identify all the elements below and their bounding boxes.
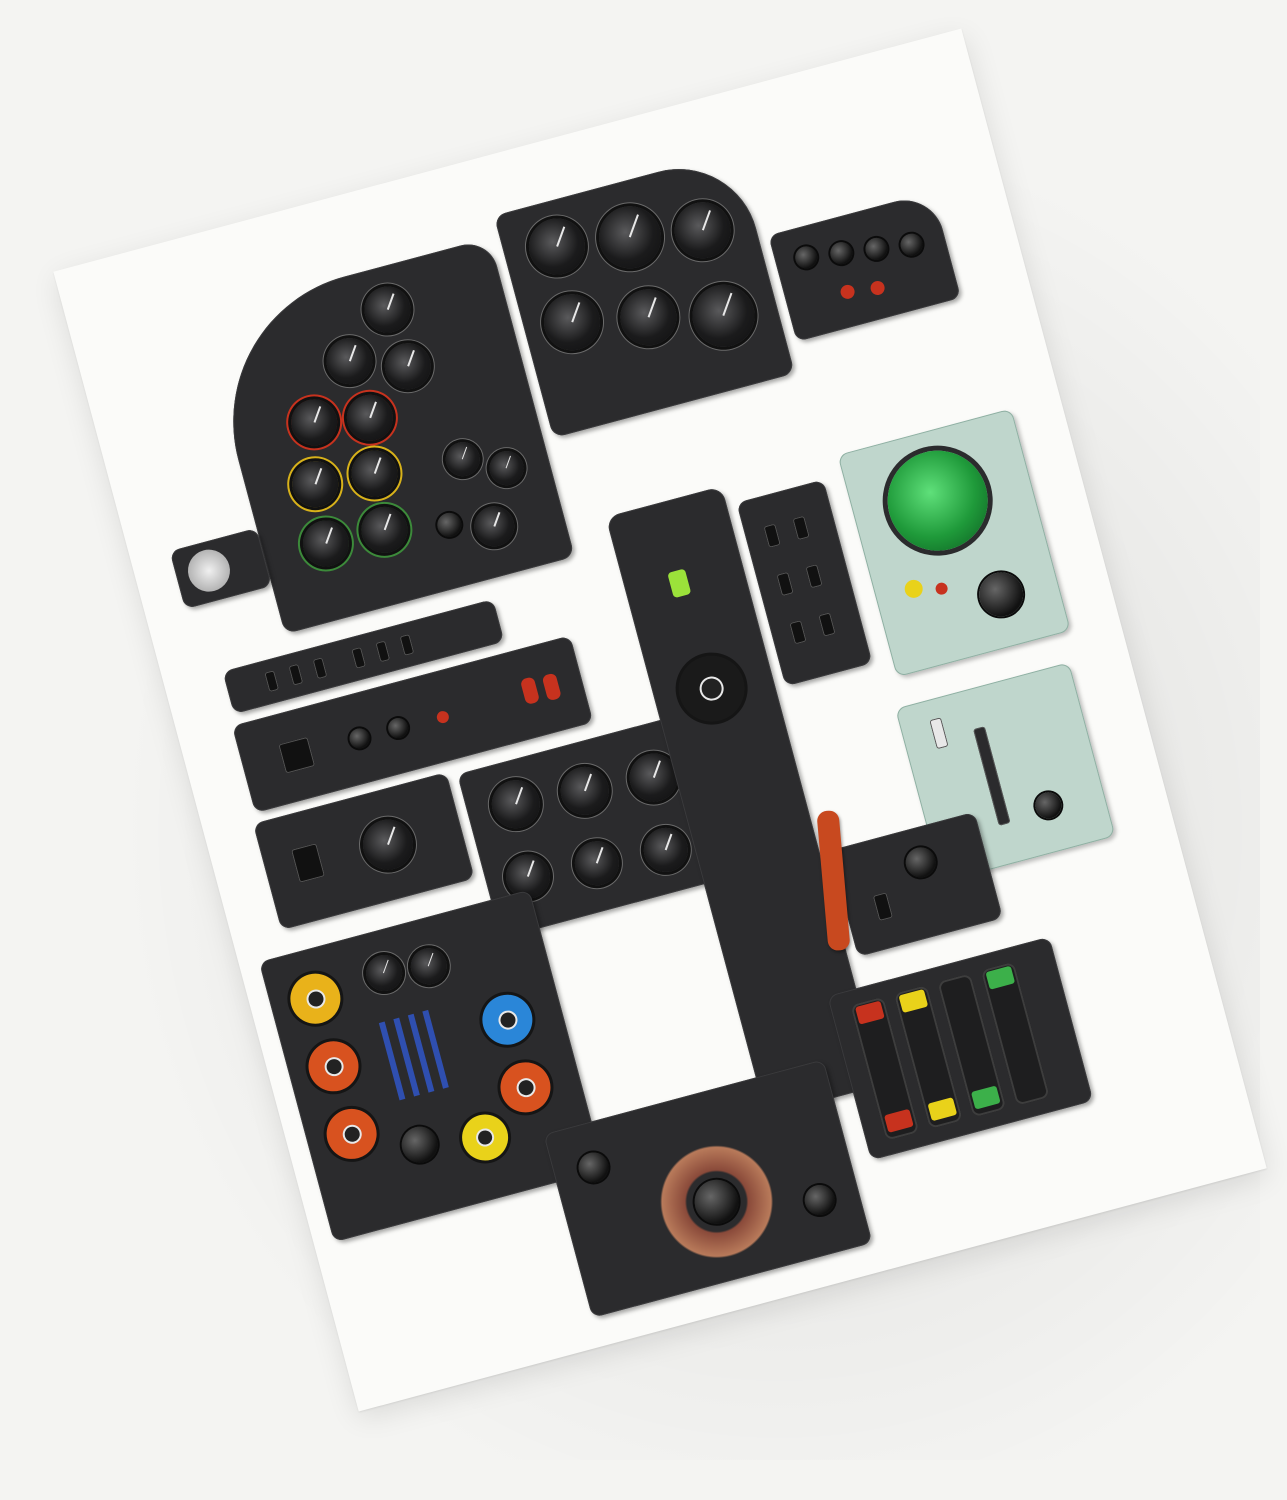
knob-icon — [792, 243, 820, 271]
landing-light-panel — [169, 527, 273, 610]
switch-panel-upper-right — [768, 191, 961, 342]
toggle-switch-icon — [288, 663, 304, 686]
knob-icon — [434, 510, 465, 540]
radar-scope-icon — [876, 439, 999, 562]
toggle-switch-icon — [929, 717, 949, 750]
gauge-icon — [569, 836, 624, 891]
gauge-icon — [346, 445, 403, 502]
knob-icon — [1032, 789, 1065, 822]
throttle-quadrant — [829, 811, 1003, 957]
gauge-icon — [362, 950, 407, 996]
gauge-icon — [356, 501, 413, 559]
toggle-switch-icon — [872, 892, 894, 922]
throttle-slot-icon — [973, 726, 1011, 826]
knob-icon — [902, 843, 940, 881]
toggle-switch-icon — [291, 843, 325, 883]
gauge-icon — [359, 281, 416, 338]
toggle-switch-icon — [763, 523, 781, 548]
gauge-icon — [555, 761, 615, 821]
gauge-icon — [287, 456, 344, 513]
toggle-switch-icon — [375, 640, 391, 663]
selector-dial-icon — [321, 1103, 383, 1165]
knob-icon — [397, 1122, 442, 1167]
gauge-icon — [614, 282, 683, 352]
indicator-light-icon — [519, 676, 541, 706]
gauge-icon — [592, 199, 669, 276]
knob-icon — [974, 567, 1029, 622]
toggle-switch-icon — [312, 657, 328, 680]
gauge-icon — [379, 338, 437, 395]
gauge-icon — [406, 944, 451, 989]
gauge-icon — [668, 195, 737, 265]
gauge-icon — [357, 814, 419, 876]
indicator-light-icon — [902, 577, 925, 600]
gauge-icon — [297, 515, 355, 572]
toggle-switch-icon — [789, 620, 807, 645]
indicator-light-icon — [934, 581, 949, 596]
selector-dial-icon — [476, 989, 538, 1051]
main-instrument-panel-right — [493, 151, 795, 438]
indicator-light-icon — [541, 672, 562, 702]
gauge-icon — [486, 774, 546, 834]
toggle-switch-icon — [351, 646, 367, 669]
selector-dial-icon — [302, 1035, 365, 1097]
toggle-switch-icon — [805, 564, 823, 589]
gauge-icon — [341, 389, 399, 446]
gauge-icon — [286, 394, 343, 451]
toggle-switch-icon — [264, 670, 280, 693]
gauge-icon — [638, 822, 693, 877]
gauge-icon — [485, 447, 528, 489]
gauge-icon — [522, 212, 592, 281]
lamp-icon — [183, 544, 235, 597]
radar-console — [837, 408, 1071, 678]
selector-dial-icon — [284, 968, 347, 1030]
toggle-switch-icon — [399, 633, 415, 656]
indicator-light-icon — [435, 709, 451, 725]
radio-control-panel — [258, 889, 605, 1243]
toggle-switch-icon — [776, 571, 794, 597]
toggle-switch-icon — [278, 736, 316, 774]
gauge-icon — [537, 287, 607, 357]
selector-dial-icon — [671, 648, 753, 729]
knob-icon — [801, 1181, 839, 1219]
fuse-box-panel — [827, 936, 1094, 1161]
gauge-icon — [469, 501, 519, 551]
knob-icon — [575, 1149, 612, 1186]
indicator-light-icon — [839, 283, 857, 301]
indicator-light-icon — [667, 568, 692, 599]
selector-dial-icon — [456, 1109, 514, 1166]
indicator-light-icon — [869, 279, 887, 297]
knob-icon — [898, 231, 926, 259]
toggle-switch-icon — [792, 515, 810, 541]
selector-dial-icon — [494, 1056, 557, 1118]
gauge-icon — [685, 277, 762, 354]
knob-icon — [347, 726, 372, 751]
radio-receiver-panel — [543, 1059, 873, 1318]
gauge-icon — [441, 438, 484, 480]
toggle-switch-icon — [818, 612, 836, 637]
gauge-icon — [321, 332, 378, 390]
knob-icon — [827, 239, 855, 267]
knob-icon — [862, 235, 890, 263]
knob-icon — [385, 715, 411, 741]
